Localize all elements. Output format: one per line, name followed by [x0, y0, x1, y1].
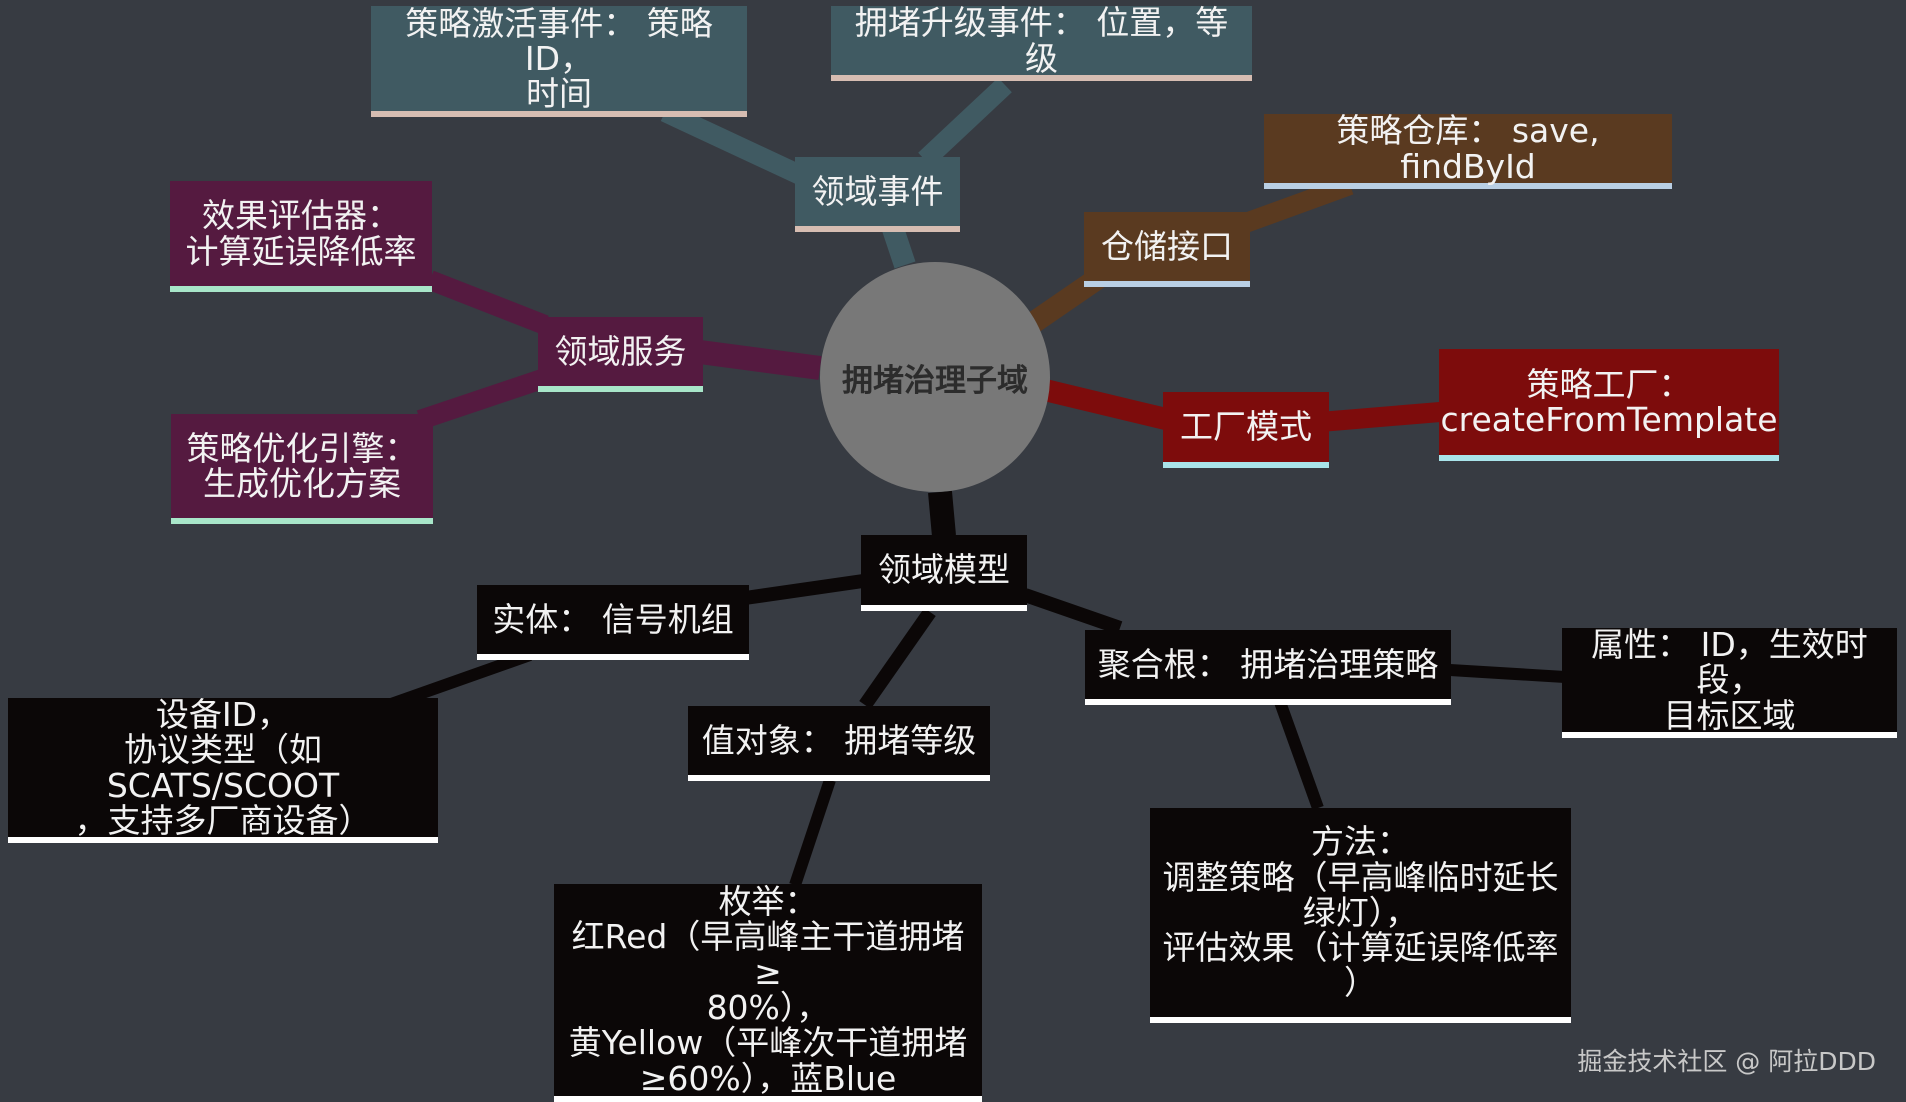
congestion-escalation-event-node[interactable]: 拥堵升级事件： 位置，等级 [831, 3, 1252, 81]
effect-evaluator-label: 效果评估器： 计算延误降低率 [185, 196, 417, 271]
edge-factory-creator [1319, 402, 1441, 432]
strategy-activated-event-label: 策略激活事件： 策略ID， 时间 [405, 3, 713, 114]
edge-root-model [928, 490, 956, 538]
aggregate-attributes-label: 属性： ID，生效时段， 目标区域 [1591, 625, 1868, 735]
domain-services-label: 领域服务 [554, 331, 687, 371]
repository-interface-label: 仓储接口 [1101, 226, 1233, 266]
domain-events-node[interactable]: 领域事件 [795, 157, 960, 232]
edge-root-factory [1042, 379, 1173, 431]
aggregate-root-node[interactable]: 聚合根： 拥堵治理策略 [1085, 630, 1451, 705]
value-object-enum-label: 枚举： 红Red（早高峰主干道拥堵≥ 80%）， 黄Yellow（平峰次干道拥堵… [568, 882, 968, 1098]
domain-events-label: 领域事件 [811, 171, 944, 211]
value-object-enum-node[interactable]: 枚举： 红Red（早高峰主干道拥堵≥ 80%）， 黄Yellow（平峰次干道拥堵… [554, 884, 982, 1102]
edge-model-valueobject [859, 607, 936, 710]
strategy-factory-label: 策略工厂： createFromTemplate [1440, 364, 1778, 439]
edge-events-escalation [918, 77, 1012, 168]
watermark: 掘金技术社区 @ 阿拉DDD [1577, 1047, 1876, 1076]
strategy-optimizer-node[interactable]: 策略优化引擎： 生成优化方案 [171, 414, 433, 524]
edge-services-optimizer [416, 368, 549, 430]
edge-aggregate-attributes [1449, 664, 1566, 683]
edge-model-aggregate [1022, 588, 1123, 635]
value-object-label: 值对象： 拥堵等级 [701, 720, 977, 760]
edge-aggregate-methods [1274, 699, 1324, 811]
aggregate-attributes-node[interactable]: 属性： ID，生效时段， 目标区域 [1562, 625, 1897, 738]
edge-services-evaluator [426, 270, 549, 335]
aggregate-methods-label: 方法： 调整策略（早高峰临时延长 绿灯）， 评估效果（计算延误降低率 ） [1162, 822, 1559, 1003]
root-label: 拥堵治理子域 [842, 362, 1028, 399]
strategy-factory-node[interactable]: 策略工厂： createFromTemplate [1439, 349, 1779, 461]
domain-services-node[interactable]: 领域服务 [538, 317, 703, 392]
repository-interface-node[interactable]: 仓储接口 [1084, 212, 1250, 287]
strategy-repository-node[interactable]: 策略仓库： save, findById [1264, 111, 1672, 189]
edge-repository-store [1236, 175, 1354, 235]
domain-model-node[interactable]: 领域模型 [861, 535, 1027, 611]
domain-model-label: 领域模型 [878, 550, 1010, 590]
strategy-optimizer-label: 策略优化引擎： 生成优化方案 [186, 428, 418, 503]
entity-detail-node[interactable]: 设备ID， 协议类型（如SCATS/SCOOT ，支持多厂商设备） [8, 694, 438, 843]
strategy-activated-event-node[interactable]: 策略激活事件： 策略ID， 时间 [371, 3, 747, 117]
strategy-repository-label: 策略仓库： save, findById [1336, 111, 1600, 186]
root-node[interactable]: 拥堵治理子域 [820, 262, 1050, 492]
aggregate-root-label: 聚合根： 拥堵治理策略 [1097, 644, 1439, 684]
edge-valueobject-detail [789, 778, 836, 887]
entity-label: 实体： 信号机组 [492, 599, 734, 639]
congestion-escalation-event-label: 拥堵升级事件： 位置，等级 [854, 3, 1229, 78]
entity-node[interactable]: 实体： 信号机组 [477, 585, 749, 660]
edge-events-activation [660, 102, 805, 185]
edge-root-services [698, 340, 822, 380]
factory-pattern-node[interactable]: 工厂模式 [1163, 392, 1329, 468]
factory-pattern-label: 工厂模式 [1180, 407, 1312, 447]
edge-model-entity [744, 573, 871, 605]
entity-detail-label: 设备ID， 协议类型（如SCATS/SCOOT ，支持多厂商设备） [74, 694, 372, 840]
effect-evaluator-node[interactable]: 效果评估器： 计算延误降低率 [170, 181, 432, 292]
aggregate-methods-node[interactable]: 方法： 调整策略（早高峰临时延长 绿灯）， 评估效果（计算延误降低率 ） [1150, 808, 1571, 1023]
value-object-node[interactable]: 值对象： 拥堵等级 [688, 706, 990, 781]
